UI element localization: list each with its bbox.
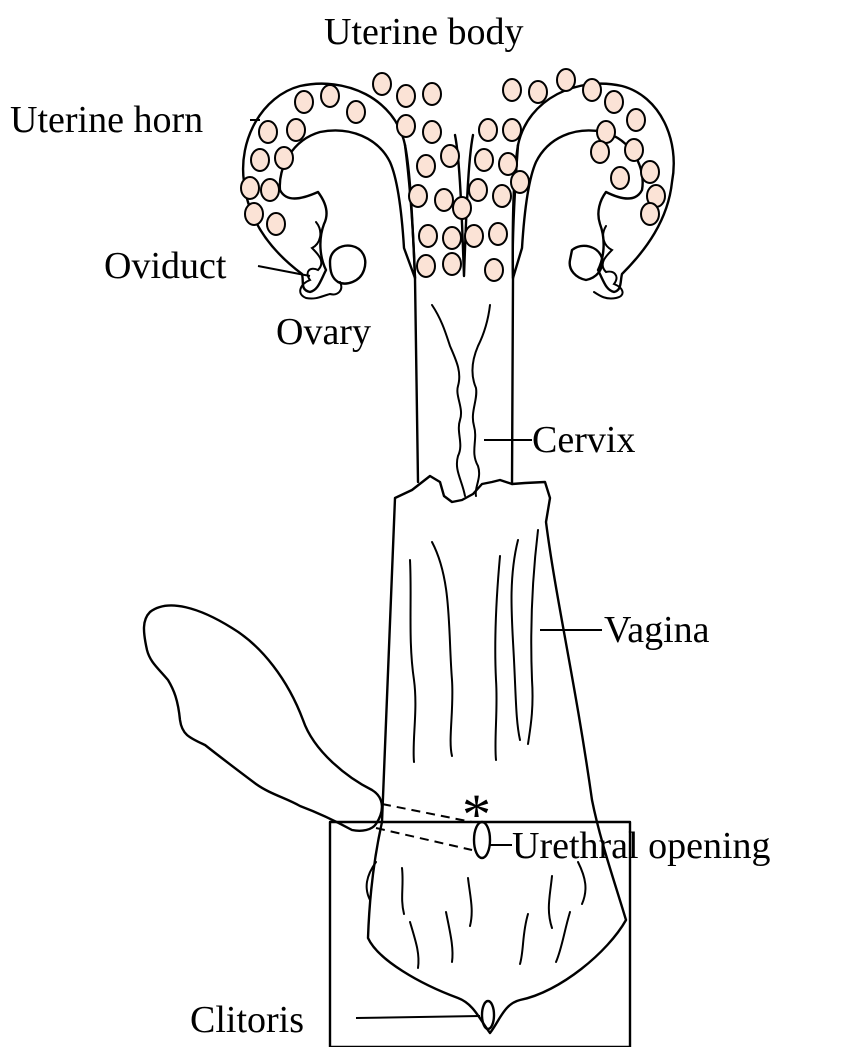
embryo-oval — [397, 115, 415, 137]
embryo-oval — [511, 171, 529, 193]
embryo-oval — [419, 225, 437, 247]
leader-oviduct — [258, 266, 310, 276]
cervical-canal — [472, 305, 490, 496]
vestibule-fold — [520, 914, 528, 964]
label-clitoris: Clitoris — [190, 999, 304, 1041]
embryo-oval — [251, 149, 269, 171]
embryo-oval — [441, 145, 459, 167]
vestibule-fold — [578, 862, 585, 904]
embryo-oval — [583, 79, 601, 101]
ovary-left — [330, 246, 365, 284]
embryo-oval — [275, 147, 293, 169]
embryo-oval — [503, 119, 521, 141]
embryo-oval — [423, 121, 441, 143]
embryo-oval — [443, 227, 461, 249]
embryo-oval — [423, 83, 441, 105]
vestibule-fold — [556, 912, 570, 962]
vestibule-fold — [402, 868, 404, 914]
vestibule-fold — [468, 878, 472, 926]
embryo-oval — [443, 253, 461, 275]
vagina-fold — [432, 542, 452, 756]
embryo-oval — [453, 197, 471, 219]
bladder-shape — [144, 605, 382, 830]
embryo-oval — [397, 85, 415, 107]
vestibule-fold — [549, 876, 552, 928]
label-oviduct: Oviduct — [104, 245, 227, 287]
label-urethral-opening: Urethral opening — [512, 825, 771, 867]
vagina-fold — [410, 560, 415, 762]
urethra-dashed-line — [376, 828, 472, 850]
embryo-oval — [409, 185, 427, 207]
embryo-group — [241, 69, 665, 281]
embryo-oval — [625, 139, 643, 161]
leader-clitoris — [356, 1016, 480, 1018]
embryo-oval — [493, 185, 511, 207]
cervix-wall — [512, 278, 513, 484]
vagina-fold — [512, 540, 521, 740]
embryo-oval — [479, 119, 497, 141]
embryo-oval — [435, 189, 453, 211]
embryo-oval — [627, 109, 645, 131]
vagina-fold — [528, 530, 538, 744]
asterisk-marker: * — [462, 782, 491, 847]
embryo-oval — [267, 213, 285, 235]
embryo-oval — [475, 149, 493, 171]
embryo-oval — [605, 91, 623, 113]
embryo-oval — [591, 141, 609, 163]
label-uterine-body: Uterine body — [324, 11, 523, 53]
vagina-outline — [368, 476, 626, 1033]
embryo-oval — [373, 73, 391, 95]
embryo-oval — [347, 101, 365, 123]
embryo-oval — [465, 225, 483, 247]
embryo-oval — [287, 119, 305, 141]
urethra-dashed-line — [382, 804, 472, 822]
embryo-oval — [641, 161, 659, 183]
embryo-oval — [417, 255, 435, 277]
embryo-oval — [241, 177, 259, 199]
embryo-oval — [529, 81, 547, 103]
embryo-oval — [489, 223, 507, 245]
embryo-oval — [245, 203, 263, 225]
embryo-oval — [611, 167, 629, 189]
label-cervix: Cervix — [532, 419, 635, 461]
embryo-oval — [641, 203, 659, 225]
embryo-oval — [417, 155, 435, 177]
embryo-oval — [499, 153, 517, 175]
ovary-right — [570, 246, 603, 280]
embryo-oval — [557, 69, 575, 91]
vestibule-fold — [410, 922, 419, 968]
embryo-oval — [295, 91, 313, 113]
label-uterine-horn: Uterine horn — [10, 99, 203, 141]
clitoris-marker — [482, 1001, 494, 1029]
embryo-oval — [485, 259, 503, 281]
cervical-canal — [432, 305, 465, 496]
embryo-oval — [469, 179, 487, 201]
cervix-wall — [415, 278, 418, 482]
embryo-oval — [321, 85, 339, 107]
label-vagina: Vagina — [604, 609, 710, 651]
embryo-oval — [259, 121, 277, 143]
embryo-oval — [261, 179, 279, 201]
oviduct-left — [300, 222, 341, 299]
label-ovary: Ovary — [276, 311, 371, 353]
embryo-oval — [503, 79, 521, 101]
vestibule-fold — [446, 912, 453, 962]
embryo-oval — [597, 121, 615, 143]
vagina-fold — [495, 556, 500, 760]
